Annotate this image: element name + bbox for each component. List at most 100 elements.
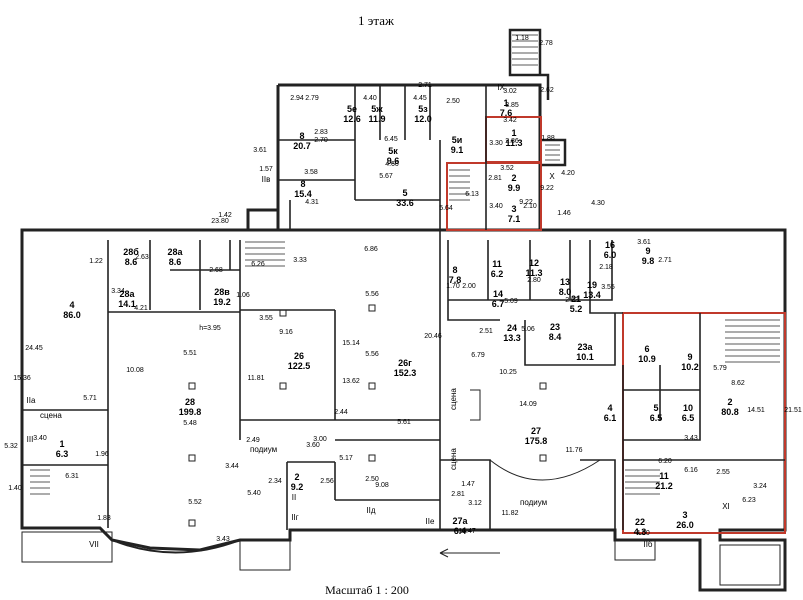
- room-number: 28в: [214, 287, 230, 297]
- dimension-label: 2.49: [246, 437, 260, 444]
- scale-label: Масштаб 1 : 200: [325, 583, 409, 597]
- dimension-label: 20.46: [424, 333, 442, 340]
- room-number: 10: [683, 403, 693, 413]
- dimension-label: 4.45: [413, 95, 427, 102]
- dimension-label: 3.00: [313, 436, 327, 443]
- room-number: 16: [605, 240, 615, 250]
- dimension-label: 2.81: [488, 175, 502, 182]
- dimension-label: 5.48: [183, 420, 197, 427]
- dimension-label: 9.22: [540, 185, 554, 192]
- room-number: 8: [452, 265, 457, 275]
- dimension-label: 2.79: [305, 95, 319, 102]
- dimension-label: 24.45: [25, 345, 43, 352]
- dimension-label: 6.13: [465, 191, 479, 198]
- room-area: 7.8: [449, 275, 462, 285]
- room-number: 2: [727, 397, 732, 407]
- dimension-label: 3.34: [111, 288, 125, 295]
- room-area: 6.5: [682, 413, 695, 423]
- room-area: 14.1: [118, 299, 136, 309]
- dimension-label: 2.63: [135, 254, 149, 261]
- section-roman-label: II: [292, 493, 296, 502]
- dimension-label: 13.62: [342, 378, 360, 385]
- section-roman-label: IIг: [291, 513, 298, 522]
- room-number: 5: [402, 188, 407, 198]
- dimension-label: 2.44: [334, 409, 348, 416]
- podium-label-2: подиум: [520, 498, 547, 507]
- room-area: 11.9: [368, 114, 385, 124]
- section-roman-label: IIб: [643, 540, 652, 549]
- room-area: 13.4: [583, 290, 601, 300]
- dimension-label: 5.17: [339, 455, 353, 462]
- dimension-label: 4.30: [591, 200, 605, 207]
- room-number: 22: [635, 517, 645, 527]
- dimension-label: 3.44: [225, 463, 239, 470]
- room-area: 6.4: [454, 526, 467, 536]
- dimension-label: 11.81: [248, 375, 265, 382]
- dimension-label: 1.83: [97, 515, 111, 522]
- dimension-label: 6.79: [471, 352, 485, 359]
- dimension-label: 9.22: [519, 199, 533, 206]
- section-roman-label: IIе: [426, 517, 435, 526]
- room-area: 80.8: [721, 407, 739, 417]
- room-number: 4: [69, 300, 74, 310]
- outer-wall: [20, 228, 787, 592]
- dimension-label: 1.96: [95, 451, 109, 458]
- room-number: 9: [645, 246, 650, 256]
- room-number: 3: [511, 204, 516, 214]
- section-roman-label: XI: [722, 502, 730, 511]
- room-number: 21: [571, 294, 581, 304]
- room-area: 152.3: [394, 368, 417, 378]
- dimension-label: 10.08: [126, 367, 144, 374]
- dimension-label: 2.55: [716, 469, 730, 476]
- room-number: 28а: [167, 247, 183, 257]
- scene-label-1: сцена: [40, 411, 62, 420]
- dimension-label: 2.56: [320, 478, 334, 485]
- dimension-label: 5.61: [397, 419, 411, 426]
- room-area: 6.7: [492, 299, 505, 309]
- dimension-label: 2.34: [268, 478, 282, 485]
- room-area: 10.1: [576, 352, 594, 362]
- room-number: 5: [653, 403, 658, 413]
- room-area: 8.4: [549, 332, 562, 342]
- direction-arrow: [439, 548, 500, 558]
- dimension-label: 2.62: [540, 87, 554, 94]
- dimension-label: 4.40: [363, 95, 377, 102]
- dimension-label: 2.18: [599, 264, 613, 271]
- room-area: 6.5: [650, 413, 663, 423]
- dimension-label: 2.78: [539, 40, 553, 47]
- dimension-label: 3.30: [489, 140, 503, 147]
- dimension-label: 5.09: [504, 298, 518, 305]
- room-area: 33.6: [396, 198, 414, 208]
- room-number: 11: [659, 471, 669, 481]
- room-area: 199.8: [179, 407, 202, 417]
- dimension-label: 5.71: [83, 395, 97, 402]
- dimension-label: 2.83: [314, 129, 328, 136]
- room-area: 12.6: [343, 114, 361, 124]
- dimension-label: 6.20: [658, 458, 672, 465]
- dimension-label: 3.02: [503, 88, 517, 95]
- room-number: 26: [294, 351, 304, 361]
- section-roman-label: IIд: [366, 506, 375, 515]
- dimension-label: 1.70: [446, 283, 460, 290]
- dimension-label: 1.57: [259, 166, 273, 173]
- section-roman-label: IIв: [262, 175, 271, 184]
- dimension-label: 3.61: [637, 239, 651, 246]
- dimension-label: 5.06: [521, 326, 535, 333]
- room-number: 2: [294, 472, 299, 482]
- dimension-label: 5.56: [365, 291, 379, 298]
- dimension-label: 4.21: [134, 305, 148, 312]
- room-area: 8.6: [169, 257, 182, 267]
- dimension-label: 3.24: [753, 483, 767, 490]
- room-number: 8: [300, 179, 305, 189]
- dimension-label: 4.20: [561, 170, 575, 177]
- dimension-label: 2.70: [314, 137, 328, 144]
- dimension-label: 6.26: [251, 261, 265, 268]
- dimension-label: 2.71: [418, 82, 432, 89]
- dimension-label: 14.51: [747, 407, 765, 414]
- dimension-label: 1.42: [218, 212, 232, 219]
- room-number: 13: [560, 277, 570, 287]
- room-area: 10.2: [681, 362, 699, 372]
- room-number: 23: [550, 322, 560, 332]
- room-area: 26.0: [676, 520, 694, 530]
